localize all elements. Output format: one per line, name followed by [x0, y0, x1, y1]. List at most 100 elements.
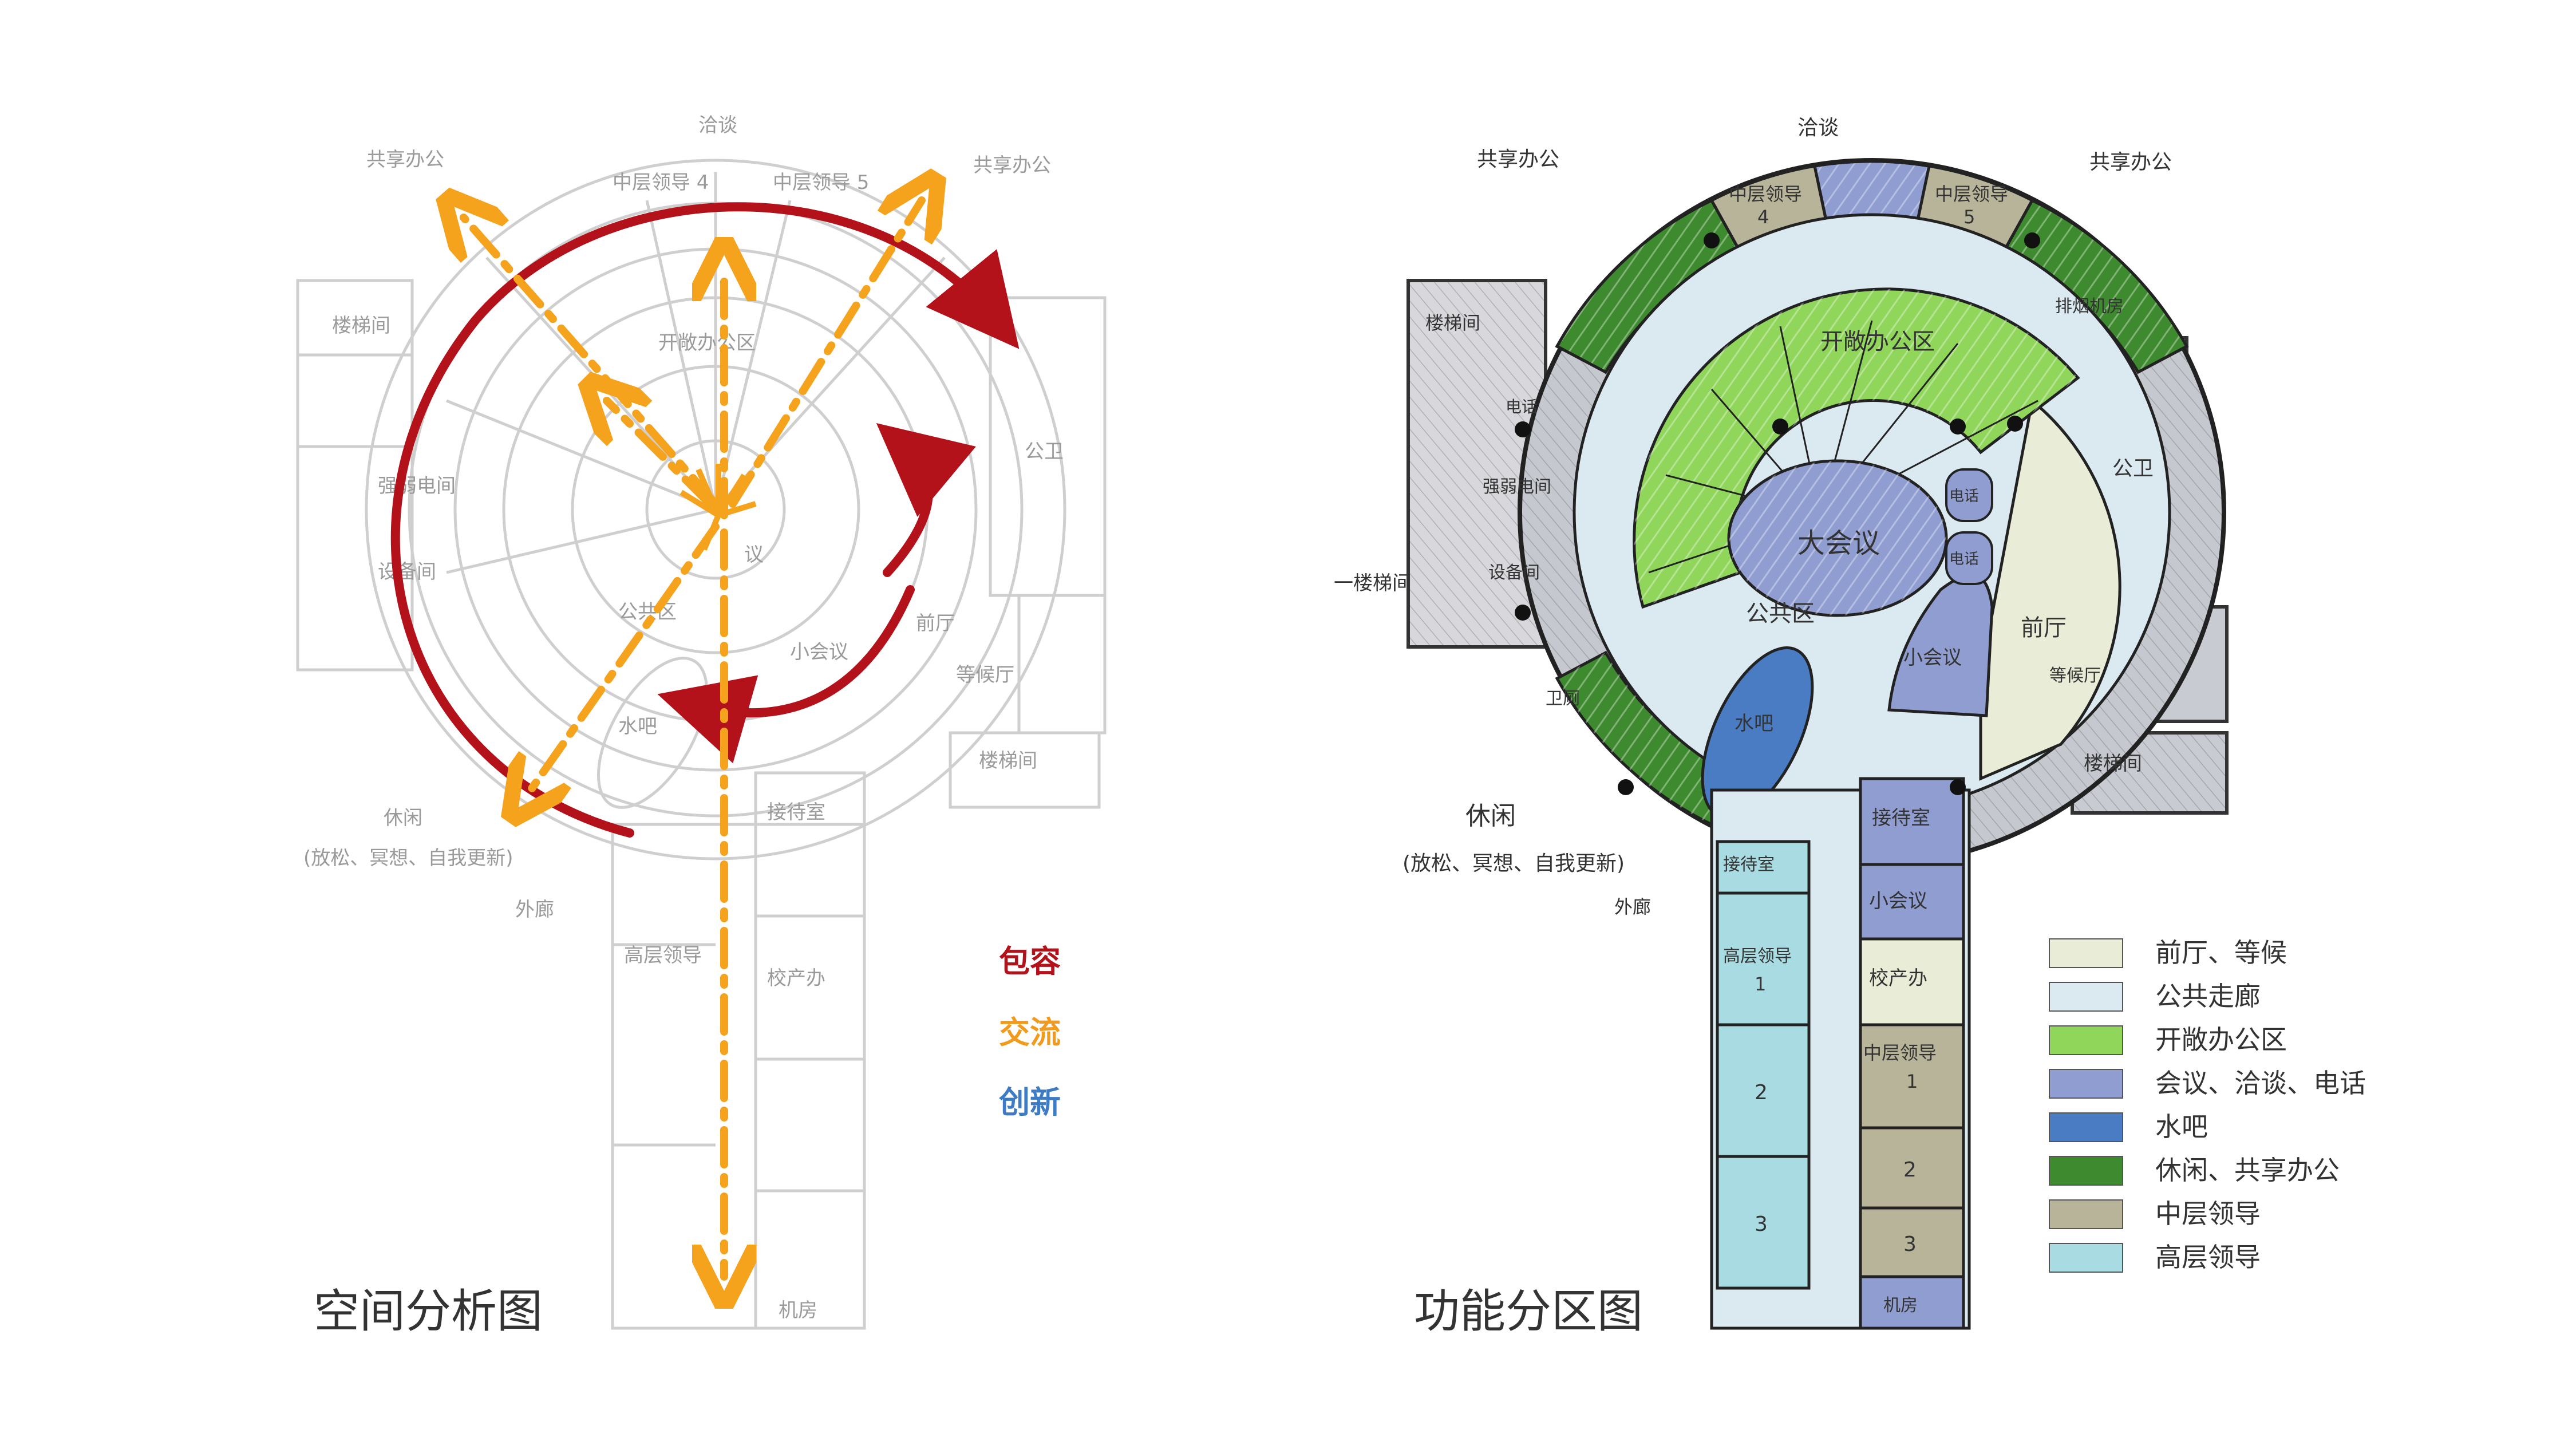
top-sectors [1555, 160, 2189, 374]
legend-label: 高层领导 [2155, 1242, 2261, 1273]
mid-leader-3 [1859, 1206, 1965, 1278]
legend-label: 公共走廊 [2155, 981, 2261, 1012]
right-diagram: 洽谈 共享办公 共享办公 中层领导 4 中层领导 5 开敞办公区 大会议 公共区… [1334, 116, 2229, 1338]
office-extra [1859, 937, 1965, 1026]
label-shared-office-left: 共享办公 [366, 148, 444, 171]
label-mid-leader-2-r: 2 [1903, 1158, 1917, 1182]
label-high-leader: 高层领导 [624, 944, 702, 967]
label-stair-right: 楼梯间 [979, 749, 1037, 772]
orange-arrows-exchange [464, 200, 922, 1277]
label-public-area-r: 公共区 [1746, 601, 1815, 627]
label-phone2-r: 电话 [1949, 488, 1979, 505]
label-stairs-bottom: 楼梯间 [2084, 752, 2142, 775]
label-negotiate-r: 洽谈 [1797, 116, 1839, 140]
label-equipment-r: 设备间 [1488, 563, 1540, 583]
label-mid-leader-1-num: 1 [1906, 1071, 1918, 1092]
label-mid-leader-4-r: 中层领导 [1729, 183, 1802, 205]
label-shared-office-left-r: 共享办公 [1477, 148, 1559, 171]
column-dots [1515, 232, 2040, 795]
label-front-hall-r: 前厅 [2021, 615, 2067, 641]
legend-label: 开敞办公区 [2155, 1024, 2287, 1055]
label-reception2-r: 接待室 [1872, 807, 1930, 830]
label-waiting-r: 等候厅 [2049, 666, 2101, 686]
orange-arrow-downleft [527, 523, 720, 796]
label-lounge: 休闲 [384, 807, 422, 830]
small-meeting-tail [1859, 863, 1965, 941]
tail-wing [1710, 777, 1971, 1330]
legend-swatch [2049, 1156, 2123, 1186]
label-exhaust-r: 排烟机房 [2055, 297, 2124, 317]
legend-label: 中层领导 [2155, 1198, 2261, 1229]
label-waiting: 等候厅 [956, 664, 1014, 686]
label-machine-room: 机房 [779, 1299, 817, 1322]
label-big-meeting: 大会议 [1797, 527, 1880, 559]
legend-swatch [2049, 1199, 2123, 1229]
label-toilet-r: 卫厕 [1546, 689, 1580, 709]
label-electrical-r: 强弱电间 [1483, 477, 1551, 497]
label-office-extra: 校产办 [767, 967, 825, 990]
red-arc-inner-right [876, 423, 976, 577]
label-mid-leader-5-num: 5 [1963, 206, 1975, 228]
legend-swatch [2049, 1025, 2123, 1055]
legend-label: 休闲、共享办公 [2155, 1155, 2340, 1186]
label-small-meeting2-r: 小会议 [1869, 890, 1927, 913]
label-open-office: 开敞办公区 [658, 331, 756, 354]
label-water-bar-r: 水吧 [1735, 712, 1773, 735]
label-office-extra-r: 校产办 [1869, 967, 1927, 990]
label-machine-room-r: 机房 [1883, 1296, 1918, 1316]
legend-swatch [2049, 1112, 2123, 1142]
label-exterior-corridor: 外廊 [515, 898, 554, 921]
label-public-wc: 公卫 [1025, 440, 1064, 463]
machine-room [1859, 1275, 1965, 1330]
right-plan-labels: 洽谈 共享办公 共享办公 中层领导 4 中层领导 5 开敞办公区 大会议 公共区… [1334, 116, 2172, 1316]
legend-swatch [2049, 1243, 2123, 1273]
label-high-leader-2: 2 [1755, 1081, 1768, 1104]
label-stairs: 楼梯间 [332, 314, 390, 337]
label-reception: 接待室 [767, 801, 825, 824]
label-small-meeting: 小会议 [790, 641, 848, 664]
orange-arrow-upleft [464, 218, 720, 508]
label-lounge-desc-r: (放松、冥想、自我更新) [1402, 852, 1625, 875]
label-public-wc-r: 公卫 [2112, 457, 2154, 480]
label-high-leader-1: 1 [1755, 973, 1766, 995]
high-leader-3 [1716, 1155, 1811, 1290]
label-meeting: 议 [744, 543, 764, 566]
label-equipment: 设备间 [378, 560, 436, 583]
label-mid-leader-1-r: 中层领导 [1863, 1042, 1937, 1064]
legend-swatch [2049, 982, 2123, 1012]
high-leader-1 [1716, 891, 1811, 1026]
label-open-office-r: 开敞办公区 [1820, 329, 1935, 355]
label-phone3-r: 电话 [1949, 551, 1979, 568]
orange-arrow-upright [729, 200, 922, 508]
label-high-leader-3: 3 [1755, 1213, 1768, 1236]
orange-burst [679, 464, 757, 551]
label-mid-leader-3-r: 3 [1903, 1233, 1917, 1256]
label-front-hall: 前厅 [916, 612, 955, 635]
red-arc-outer [390, 202, 1020, 838]
legend-swatch [2049, 1069, 2123, 1099]
label-lounge-desc: (放松、冥想、自我更新) [303, 847, 513, 870]
label-electrical: 强弱电间 [378, 475, 456, 498]
label-negotiate: 洽谈 [698, 114, 737, 137]
label-mid-leader-4: 中层领导 4 [613, 171, 709, 194]
keyword-inclusion: 包容 [999, 943, 1061, 980]
high-leader-2 [1716, 1023, 1811, 1158]
left-plan-labels: 洽谈 共享办公 共享办公 中层领导 4 中层领导 5 开敞办公区 楼梯间 强弱电… [303, 114, 1064, 1322]
legend-label: 水吧 [2155, 1111, 2208, 1142]
label-stairs-left: 一楼梯间 [1334, 572, 1412, 595]
label-shared-office-right: 共享办公 [973, 154, 1051, 177]
label-high-leader-r: 高层领导 [1723, 946, 1792, 966]
orange-arrow-left [607, 401, 714, 508]
label-mid-leader-5: 中层领导 5 [773, 171, 869, 194]
front-hall [1979, 398, 2121, 781]
label-mid-leader-4-num: 4 [1757, 206, 1769, 228]
left-diagram-title: 空间分析图 [314, 1285, 543, 1338]
phone-booth-1 [1945, 468, 1993, 522]
label-small-meeting-r: 小会议 [1903, 646, 1962, 669]
legend-swatch [2049, 938, 2123, 968]
label-water-bar: 水吧 [618, 715, 657, 738]
keyword-exchange: 交流 [999, 1014, 1061, 1051]
label-shared-office-right-r: 共享办公 [2089, 151, 2172, 174]
mid-leader-2 [1859, 1126, 1965, 1210]
